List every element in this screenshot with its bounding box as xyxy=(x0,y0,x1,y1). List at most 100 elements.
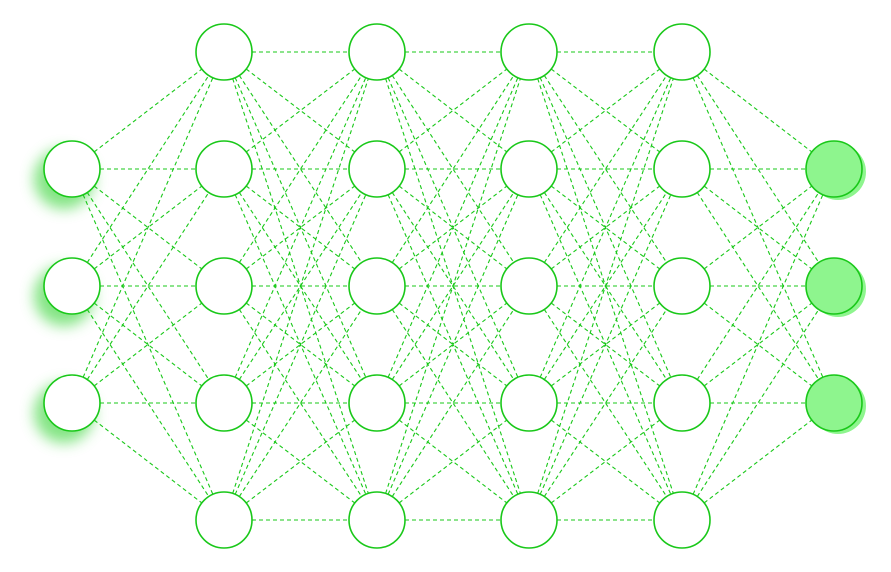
connection-edge xyxy=(550,185,661,270)
connection-edge xyxy=(93,419,203,504)
connection-edge xyxy=(398,185,508,270)
connection-edge xyxy=(398,419,508,504)
connection-edge xyxy=(238,192,363,380)
connection-edge xyxy=(391,192,515,380)
connection-edge xyxy=(391,75,515,263)
connection-edge xyxy=(232,78,369,494)
connection-edge xyxy=(238,309,363,497)
connection-edge xyxy=(245,68,356,153)
connection-edge xyxy=(245,68,356,153)
connection-edge xyxy=(550,185,661,270)
connection-edge xyxy=(543,75,668,263)
connection-edge xyxy=(82,194,214,495)
connection-edge xyxy=(385,78,521,494)
hidden-neuron xyxy=(348,257,406,315)
hidden-neuron xyxy=(195,140,253,198)
connection-edge xyxy=(93,185,203,270)
connection-edge xyxy=(703,185,813,270)
connection-edge xyxy=(398,185,508,270)
connection-edge xyxy=(550,302,661,387)
connection-edge xyxy=(245,185,356,270)
connection-edge xyxy=(234,77,367,378)
connection-edge xyxy=(550,419,661,504)
connection-edge xyxy=(93,302,203,387)
neuron-layer xyxy=(43,23,866,549)
connection-edge xyxy=(245,419,356,504)
output-neuron xyxy=(805,374,863,432)
connection-edge xyxy=(387,194,519,495)
connection-edge xyxy=(82,77,214,378)
connection-edge xyxy=(398,68,508,153)
hidden-neuron xyxy=(653,491,711,549)
hidden-neuron xyxy=(195,491,253,549)
connection-edge xyxy=(543,75,668,263)
connection-edge xyxy=(398,419,508,504)
connection-edge xyxy=(543,192,668,380)
input-neuron xyxy=(43,374,101,432)
connection-edge xyxy=(703,185,813,270)
connection-edge xyxy=(696,75,820,263)
hidden-neuron xyxy=(195,23,253,81)
hidden-neuron xyxy=(500,491,558,549)
hidden-neuron xyxy=(500,23,558,81)
connection-edge xyxy=(391,192,515,380)
connection-edge xyxy=(93,68,203,153)
hidden-neuron xyxy=(653,140,711,198)
connection-edge xyxy=(238,75,363,263)
connection-edge xyxy=(543,192,668,380)
connection-edge xyxy=(550,302,661,387)
hidden-neuron xyxy=(500,374,558,432)
connection-edge xyxy=(238,192,363,380)
hidden-neuron xyxy=(500,257,558,315)
connection-edge xyxy=(692,194,824,495)
connection-edge xyxy=(550,68,661,153)
connection-edge xyxy=(539,194,672,495)
hidden-neuron xyxy=(348,140,406,198)
connection-edge xyxy=(703,68,813,153)
hidden-neuron xyxy=(653,257,711,315)
connection-edge xyxy=(703,302,813,387)
connection-edge xyxy=(86,75,210,263)
input-neuron xyxy=(43,140,101,198)
hidden-neuron xyxy=(500,140,558,198)
connection-edge xyxy=(387,77,519,378)
connection-edge xyxy=(398,302,508,387)
connection-edge xyxy=(692,77,824,378)
connection-edge xyxy=(696,192,820,380)
connection-edge xyxy=(696,309,820,497)
input-neuron xyxy=(43,257,101,315)
hidden-neuron xyxy=(653,23,711,81)
connection-edge xyxy=(703,419,813,504)
connection-edge xyxy=(245,419,356,504)
connection-edge xyxy=(398,302,508,387)
connection-edge xyxy=(86,309,210,497)
hidden-neuron xyxy=(348,374,406,432)
hidden-neuron xyxy=(653,374,711,432)
connection-edge xyxy=(550,68,661,153)
connection-edge xyxy=(391,309,515,497)
connection-edge xyxy=(537,78,674,494)
connection-edge xyxy=(703,302,813,387)
connection-edge xyxy=(93,185,203,270)
connection-edge xyxy=(245,302,356,387)
connection-edge xyxy=(86,192,210,380)
connection-edge xyxy=(86,192,210,380)
connection-edge xyxy=(539,77,672,378)
output-neuron xyxy=(805,257,863,315)
connection-edge xyxy=(93,302,203,387)
connection-edge xyxy=(398,68,508,153)
hidden-neuron xyxy=(348,491,406,549)
connection-edge xyxy=(238,75,363,263)
hidden-neuron xyxy=(195,374,253,432)
connection-layer xyxy=(82,51,824,521)
connection-edge xyxy=(696,192,820,380)
connection-edge xyxy=(238,309,363,497)
connection-edge xyxy=(550,419,661,504)
connection-edge xyxy=(245,302,356,387)
connection-edge xyxy=(543,309,668,497)
hidden-neuron xyxy=(195,257,253,315)
connection-edge xyxy=(245,185,356,270)
connection-edge xyxy=(543,309,668,497)
connection-edge xyxy=(391,75,515,263)
